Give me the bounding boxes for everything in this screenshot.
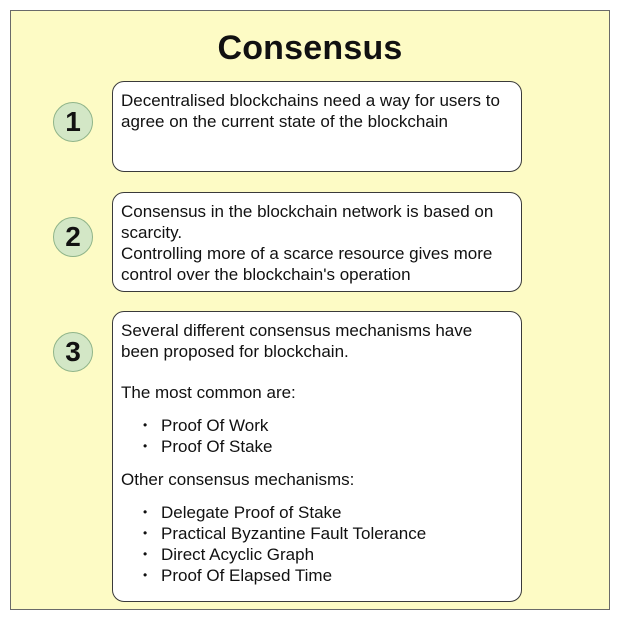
other-mechanisms-heading: Other consensus mechanisms: — [121, 470, 355, 489]
step-1-badge: 1 — [53, 102, 93, 142]
list-item: Delegate Proof of Stake — [143, 502, 513, 523]
list-item: Practical Byzantine Fault Tolerance — [143, 523, 513, 544]
step-2-number: 2 — [65, 221, 81, 252]
step-2-text-line-1: Consensus in the blockchain network is b… — [121, 202, 494, 242]
step-2-badge: 2 — [53, 217, 93, 257]
common-mechanisms-list: Proof Of Work Proof Of Stake — [121, 415, 513, 457]
list-item: Proof Of Stake — [143, 436, 513, 457]
step-2-text-line-2: Controlling more of a scarce resource gi… — [121, 244, 493, 284]
step-1-text: Decentralised blockchains need a way for… — [121, 91, 500, 131]
step-3-badge: 3 — [53, 332, 93, 372]
diagram-frame: Consensus 1 Decentralised blockchains ne… — [10, 10, 610, 610]
list-item: Proof Of Work — [143, 415, 513, 436]
step-3-box: Several different consensus mechanisms h… — [112, 311, 522, 602]
step-1-box: Decentralised blockchains need a way for… — [112, 81, 522, 172]
step-3-intro: Several different consensus mechanisms h… — [121, 321, 473, 361]
common-mechanisms-heading: The most common are: — [121, 383, 296, 402]
step-2-box: Consensus in the blockchain network is b… — [112, 192, 522, 292]
list-item: Proof Of Elapsed Time — [143, 565, 513, 586]
step-1-number: 1 — [65, 106, 81, 137]
other-mechanisms-list: Delegate Proof of Stake Practical Byzant… — [121, 502, 513, 586]
list-item: Direct Acyclic Graph — [143, 544, 513, 565]
page-title: Consensus — [217, 29, 403, 67]
step-3-number: 3 — [65, 336, 81, 367]
